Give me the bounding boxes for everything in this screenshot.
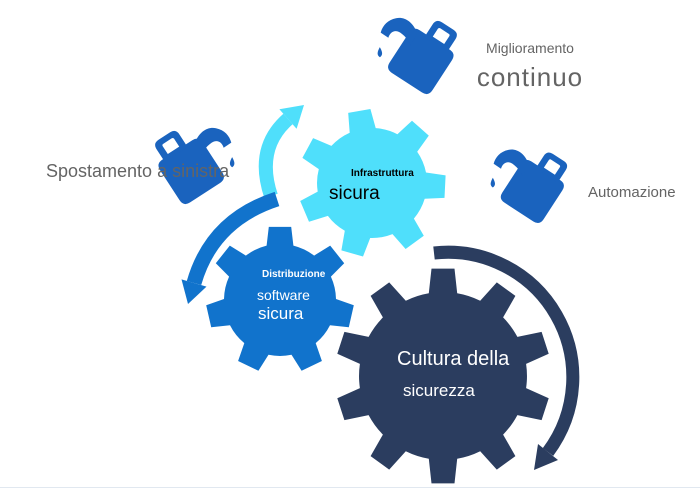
clockwise-arc-arrow-icon [433, 245, 580, 456]
gear-secure-infrastructure [300, 109, 446, 257]
curved-arrow-down-icon [186, 191, 280, 286]
gear-label-culture-line1: Cultura della [397, 348, 510, 370]
gear-label-culture-line2: sicurezza [403, 381, 475, 400]
gear-label-delivery-line2: software [257, 287, 310, 303]
clockwise-arc-arrow-head [534, 444, 558, 470]
curved-arrow-up-head [279, 105, 304, 129]
automation-label: Automazione [588, 184, 676, 201]
continuous-improvement-label-line1: Miglioramento [486, 40, 574, 56]
oil-can-icon [490, 142, 577, 226]
continuous-improvement-label-line2: continuo [476, 62, 584, 92]
bottom-border-line [0, 487, 700, 488]
shift-left-label: Spostamento a sinistra [46, 161, 230, 181]
gear-label-infrastructure-line1: Infrastruttura [351, 168, 414, 179]
gear-label-delivery-line1: Distribuzione [262, 269, 326, 280]
gear-secure-software-delivery [206, 226, 354, 371]
gear-label-delivery-line3: sicura [258, 304, 304, 323]
curved-arrow-up-icon [258, 113, 293, 199]
gear-security-culture [337, 268, 549, 484]
gear-label-infrastructure-line2: sicura [329, 183, 380, 204]
curved-arrow-down-head [181, 279, 207, 304]
